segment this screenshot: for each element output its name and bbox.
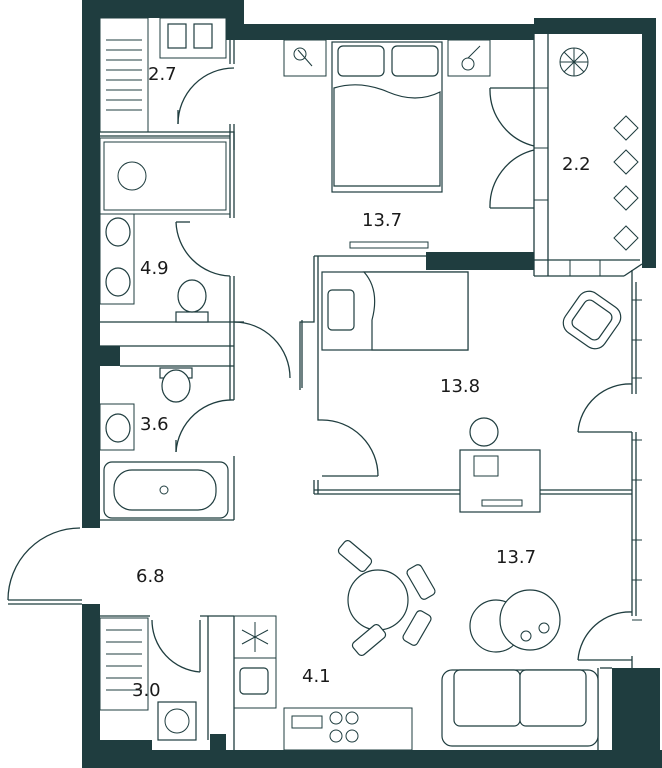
toilet-icon [159,279,209,403]
armchair-icon [562,290,622,350]
area-label-bedroom-main: 13.7 [362,210,402,231]
area-label-wardrobe-top: 2.7 [148,64,177,85]
dining-table-icon [337,539,436,657]
fridge-snowflake-icon [233,615,277,659]
desk-icon [459,417,541,513]
area-label-bathroom: 4.9 [140,258,169,279]
area-label-living: 13.7 [496,547,536,568]
area-label-toilet-bath: 3.6 [140,414,169,435]
shower-icon [99,137,231,215]
bed-icon [331,41,443,193]
room-labels: 2.7 2.2 13.7 4.9 13.8 3.6 6.8 13.7 3.0 4… [132,64,591,701]
sink-icon-2 [99,403,135,451]
sofa-icon [441,669,599,747]
single-bed-icon [321,271,469,351]
area-label-balcony: 2.2 [562,154,591,175]
area-label-kitchen: 4.1 [302,666,331,687]
washing-machine-icon [157,701,197,741]
walls [82,0,662,768]
area-label-laundry: 3.0 [132,680,161,701]
doors [7,67,633,673]
stove-icon [283,707,413,751]
coffee-table-icon [469,589,561,653]
kitchen-sink-icon [233,657,277,709]
bathtub-icon [103,461,229,519]
area-label-hall: 6.8 [136,566,165,587]
plant-icon [559,47,639,251]
shirts-icon [159,17,227,59]
area-label-bedroom-second: 13.8 [440,376,480,397]
sink-icon [99,213,135,305]
shelving-icon [99,17,149,133]
tv-icon [349,241,429,249]
nightstand-icon [283,39,491,77]
laundry-shelving-icon [99,617,149,711]
